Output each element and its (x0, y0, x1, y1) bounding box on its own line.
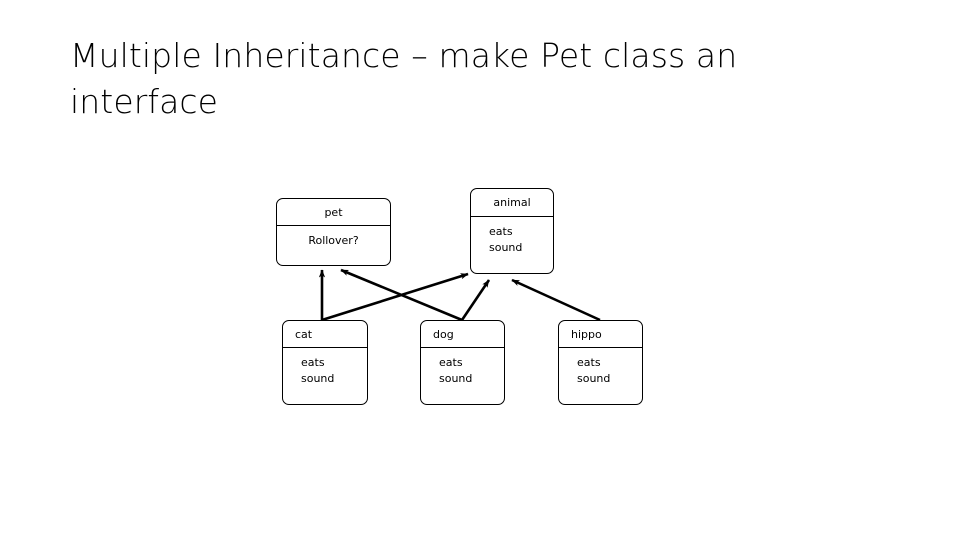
class-member: eats (489, 225, 513, 238)
class-member: eats (577, 356, 601, 369)
class-member: sound (301, 372, 335, 385)
class-members-pet: Rollover? (277, 226, 390, 265)
arrow-cat-to-animal (321, 272, 469, 322)
class-member: sound (577, 372, 611, 385)
class-box-hippo[interactable]: hippo eats sound (558, 320, 643, 405)
class-name-animal: animal (471, 189, 553, 217)
class-member: eats (439, 356, 463, 369)
class-name-hippo: hippo (559, 321, 642, 348)
class-name-pet: pet (277, 199, 390, 226)
class-member: sound (489, 241, 523, 254)
class-members-hippo: eats sound (559, 348, 642, 404)
arrow-dog-to-animal (460, 279, 491, 321)
arrow-hippo-to-animal (511, 278, 601, 322)
class-member: Rollover? (308, 234, 359, 247)
class-name-cat: cat (283, 321, 367, 348)
class-box-dog[interactable]: dog eats sound (420, 320, 505, 405)
class-member: sound (439, 372, 473, 385)
class-members-dog: eats sound (421, 348, 504, 404)
class-members-animal: eats sound (471, 217, 553, 273)
class-member: eats (301, 356, 325, 369)
page-title: Multiple Inheritance – make Pet class an… (70, 36, 738, 121)
class-name-dog: dog (421, 321, 504, 348)
class-box-pet[interactable]: pet Rollover? (276, 198, 391, 266)
class-box-cat[interactable]: cat eats sound (282, 320, 368, 405)
class-members-cat: eats sound (283, 348, 367, 404)
arrow-dog-to-pet (340, 268, 463, 322)
class-box-animal[interactable]: animal eats sound (470, 188, 554, 274)
